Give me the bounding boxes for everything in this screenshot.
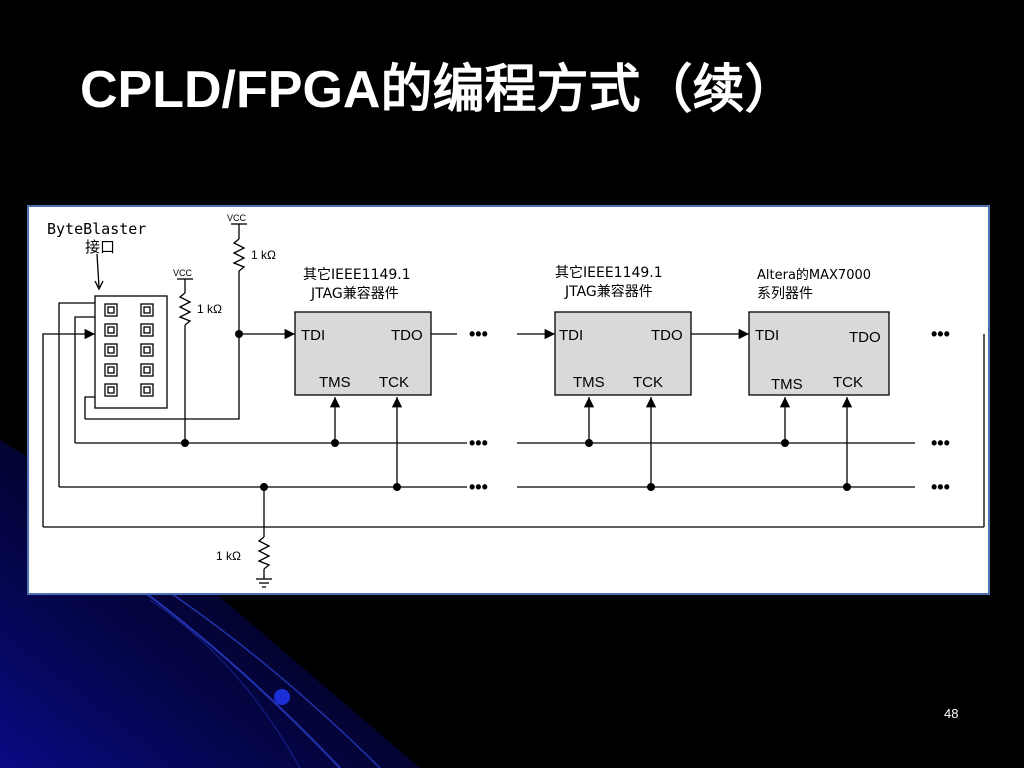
dots-tdo-1: ••• [469,324,488,344]
byteblaster-label: ByteBlaster [47,220,146,238]
device-3-caption-1: Altera的MAX7000 [757,267,871,283]
dots-tms-2: ••• [931,433,950,453]
dots-tdo-2: ••• [931,324,950,344]
slide-title: CPLD/FPGA的编程方式（续） [80,61,797,119]
byteblaster-label-2: 接口 [85,238,115,256]
decor-dot [274,689,290,705]
device-3-pin-tck: TCK [833,374,863,391]
resistor-label-3: 1 kΩ [216,549,241,563]
vcc-label-2: VCC [173,268,193,278]
page-number: 48 [944,706,959,721]
device-2-pin-tdo: TDO [651,327,683,344]
resistor-label-1: 1 kΩ [251,248,276,262]
connector-pins [104,303,154,397]
device-3-caption-2: 系列器件 [757,286,813,302]
device-1-caption-1: 其它IEEE1149.1 [303,266,411,283]
device-1-pin-tdi: TDI [301,327,325,344]
device-2-caption-2: JTAG兼容器件 [564,283,653,300]
device-3-box [748,311,890,396]
resistor-tms-pullup [178,292,192,326]
resistor-tdi-pullup [232,238,246,272]
device-2-box [554,311,692,396]
device-3-pin-tms: TMS [771,376,803,393]
vcc-label-1: VCC [227,213,247,223]
device-3-pin-tdo: TDO [849,329,881,346]
junctions [181,330,851,491]
device-3-pin-tdi: TDI [755,327,779,344]
device-2-pin-tdi: TDI [559,327,583,344]
device-1-pin-tms: TMS [319,374,351,391]
byteblaster-connector [94,295,168,409]
resistor-tck-pulldown [257,536,271,570]
device-1-pin-tdo: TDO [391,327,423,344]
device-1-box [294,311,432,396]
dots-tck-1: ••• [469,477,488,497]
device-1-pin-tck: TCK [379,374,409,391]
device-1-caption-2: JTAG兼容器件 [310,285,399,302]
resistor-label-2: 1 kΩ [197,302,222,316]
jtag-chain-diagram: ByteBlaster 接口 VCC VCC 1 kΩ 1 kΩ 1 kΩ 其它… [27,205,990,595]
device-2-pin-tck: TCK [633,374,663,391]
dots-tms-1: ••• [469,433,488,453]
device-2-pin-tms: TMS [573,374,605,391]
device-2-caption-1: 其它IEEE1149.1 [555,264,663,281]
dots-tck-2: ••• [931,477,950,497]
